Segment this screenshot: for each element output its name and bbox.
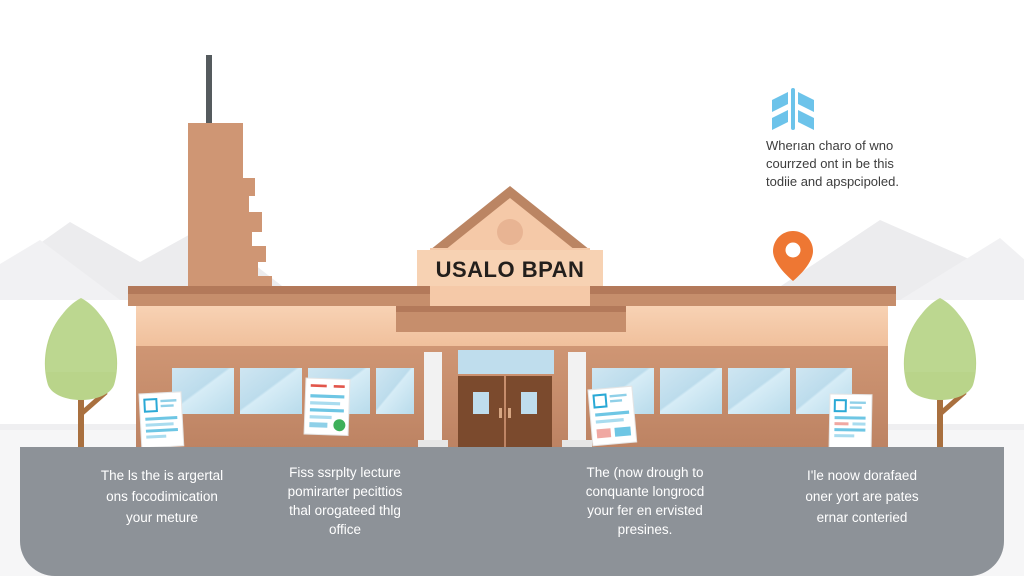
- banner-c2-line-3: thal orogateed thlg: [289, 503, 401, 518]
- mountain-range-right: [760, 220, 1024, 300]
- callout-line-3: todiie and apspcipoled.: [766, 174, 899, 189]
- tree-right: [903, 298, 977, 448]
- column-left: [424, 352, 442, 442]
- banner-c3-line-1: The (now drough to: [586, 465, 703, 480]
- idaho-state-silhouette-tower: [188, 55, 296, 313]
- door-window-right: [521, 392, 537, 414]
- banner-c2-line-2: pomirarter pecittios: [288, 484, 403, 499]
- column-left-base: [418, 440, 448, 450]
- window: [240, 368, 302, 414]
- banner-c4-line-1: I'le noow dorafaed: [807, 468, 917, 483]
- column-right: [568, 352, 586, 442]
- document-card-2: [303, 377, 351, 437]
- banner-c1-line-2: ons focodimication: [106, 489, 218, 504]
- banner-c3-line-2: conquante longrocd: [586, 484, 705, 499]
- wheat-icon: [772, 88, 814, 130]
- flagpole: [206, 55, 212, 123]
- portico-shadow: [396, 306, 626, 312]
- banner-column-3: The (now drough to conquante longrocd yo…: [586, 465, 705, 537]
- window: [728, 368, 790, 414]
- location-pin-icon[interactable]: [773, 231, 813, 281]
- document-card-1: [138, 391, 185, 449]
- bottom-banner: [20, 447, 1004, 576]
- banner-column-2: Fiss ssrplty lecture pomirarter pecittio…: [288, 465, 403, 537]
- tree-left: [44, 298, 118, 448]
- column-right-base: [562, 440, 592, 450]
- window-row-left: [172, 368, 414, 414]
- door-handle-left: [499, 408, 502, 418]
- banner-c4-line-3: ernar conteried: [817, 510, 908, 525]
- document-card-4: [828, 393, 873, 450]
- banner-c2-line-1: Fiss ssrplty lecture: [289, 465, 401, 480]
- pediment: USALO BPAN: [417, 186, 603, 306]
- callout-line-2: courrzed ont in be this: [766, 156, 894, 171]
- building-sign-label: USALO BPAN: [436, 257, 585, 282]
- door-handle-right: [508, 408, 511, 418]
- sign-plate: [417, 250, 603, 286]
- banner-c3-line-4: presines.: [618, 522, 673, 537]
- pediment-medallion: [497, 219, 523, 245]
- banner-c1-line-3: your meture: [126, 510, 198, 525]
- document-card-3: [587, 385, 638, 447]
- door-window-left: [473, 392, 489, 414]
- transom-window: [458, 350, 554, 374]
- banner-column-4: I'le noow dorafaed oner yort are pates e…: [805, 468, 919, 525]
- banner-c2-line-4: office: [329, 522, 361, 537]
- callout-line-1: Wherıan charo of wno: [766, 138, 893, 153]
- window: [172, 368, 234, 414]
- banner-column-1: The ls the is argertal ons focodimicatio…: [101, 468, 223, 525]
- entrance: [418, 350, 592, 450]
- banner-c1-line-1: The ls the is argertal: [101, 468, 223, 483]
- banner-c3-line-3: your fer en ervisted: [587, 503, 703, 518]
- green-seal-badge: [333, 419, 346, 432]
- banner-c4-line-2: oner yort are pates: [805, 489, 919, 504]
- window: [376, 368, 414, 414]
- window: [660, 368, 722, 414]
